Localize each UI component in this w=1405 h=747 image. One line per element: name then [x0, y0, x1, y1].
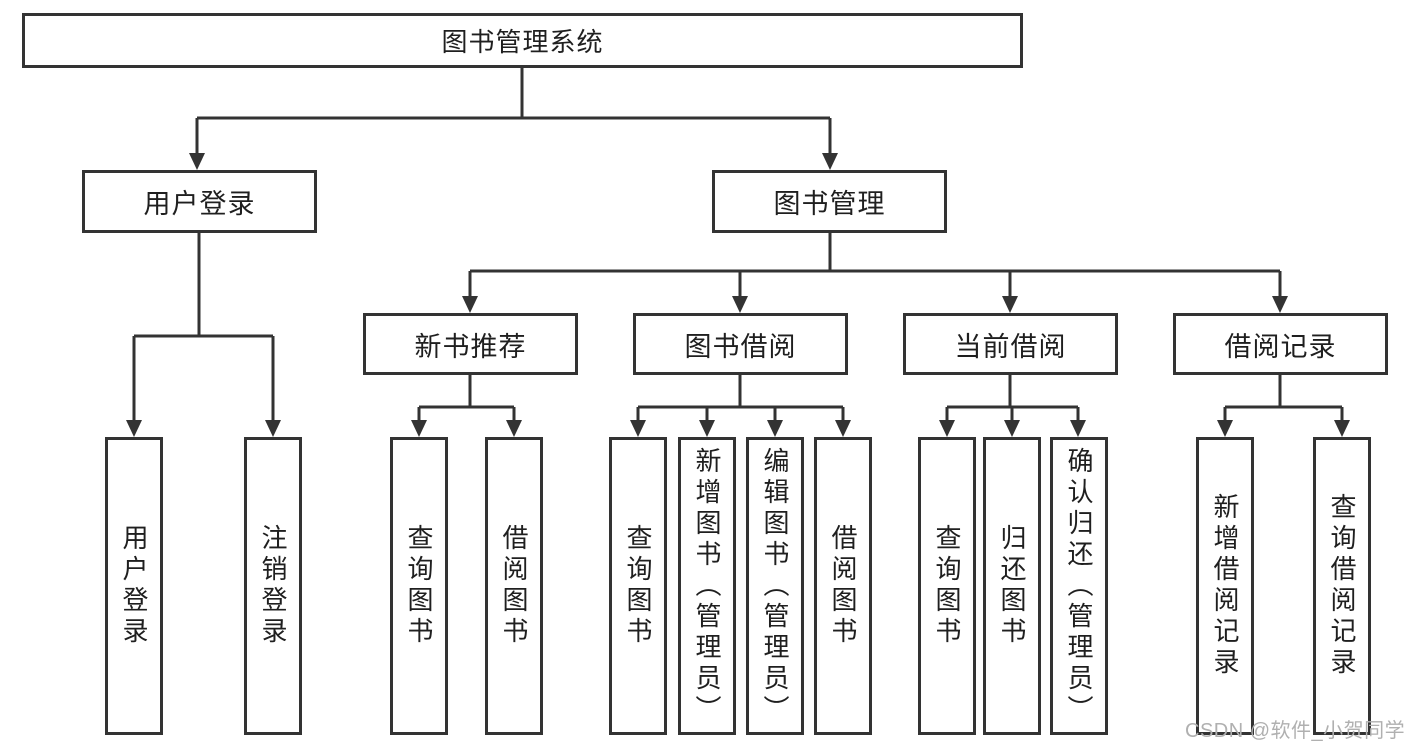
leaf-edit-book-admin-label: 编辑图书（管理员）	[760, 446, 790, 726]
node-book-management: 图书管理	[712, 170, 947, 233]
leaf-add-borrow-record: 新增借阅记录	[1196, 437, 1254, 735]
node-user-login: 用户登录	[82, 170, 317, 233]
csdn-watermark: CSDN @软件_小贺同学	[1185, 720, 1405, 742]
node-user-login-label: 用户登录	[143, 189, 256, 219]
leaf-borrow-book-recommend-label: 借阅图书	[499, 524, 529, 648]
node-current-borrow: 当前借阅	[903, 313, 1118, 375]
leaf-edit-book-admin: 编辑图书（管理员）	[746, 437, 804, 735]
leaf-add-borrow-record-label: 新增借阅记录	[1210, 493, 1240, 679]
leaf-query-borrow-record-label: 查询借阅记录	[1327, 493, 1357, 679]
node-borrow-records: 借阅记录	[1173, 313, 1388, 375]
leaf-confirm-return-admin-label: 确认归还（管理员）	[1064, 446, 1094, 726]
leaf-query-book-recommend: 查询图书	[390, 437, 448, 735]
leaf-logout-login: 注销登录	[244, 437, 302, 735]
leaf-borrow-book: 借阅图书	[814, 437, 872, 735]
node-new-book-recommend-label: 新书推荐	[414, 331, 527, 362]
leaf-borrow-book-label: 借阅图书	[828, 524, 858, 648]
leaf-user-login-label: 用户登录	[119, 524, 149, 648]
leaf-return-book: 归还图书	[983, 437, 1041, 735]
node-current-borrow-label: 当前借阅	[954, 331, 1067, 362]
leaf-confirm-return-admin: 确认归还（管理员）	[1050, 437, 1108, 735]
leaf-query-book-current-label: 查询图书	[932, 524, 962, 648]
leaf-add-book-admin-label: 新增图书（管理员）	[692, 446, 722, 726]
node-book-borrow-label: 图书借阅	[684, 331, 797, 362]
leaf-query-book-borrow: 查询图书	[609, 437, 667, 735]
node-root-system-label: 图书管理系统	[441, 27, 604, 57]
node-new-book-recommend: 新书推荐	[363, 313, 578, 375]
leaf-user-login: 用户登录	[105, 437, 163, 735]
node-borrow-records-label: 借阅记录	[1224, 331, 1337, 362]
node-book-management-label: 图书管理	[773, 189, 886, 219]
node-book-borrow: 图书借阅	[633, 313, 848, 375]
leaf-logout-login-label: 注销登录	[258, 524, 288, 648]
leaf-add-book-admin: 新增图书（管理员）	[678, 437, 736, 735]
leaf-query-borrow-record: 查询借阅记录	[1313, 437, 1371, 735]
leaf-query-book-current: 查询图书	[918, 437, 976, 735]
leaf-query-book-recommend-label: 查询图书	[404, 524, 434, 648]
leaf-return-book-label: 归还图书	[997, 524, 1027, 648]
leaf-query-book-borrow-label: 查询图书	[623, 524, 653, 648]
leaf-borrow-book-recommend: 借阅图书	[485, 437, 543, 735]
node-root-system: 图书管理系统	[22, 13, 1023, 68]
